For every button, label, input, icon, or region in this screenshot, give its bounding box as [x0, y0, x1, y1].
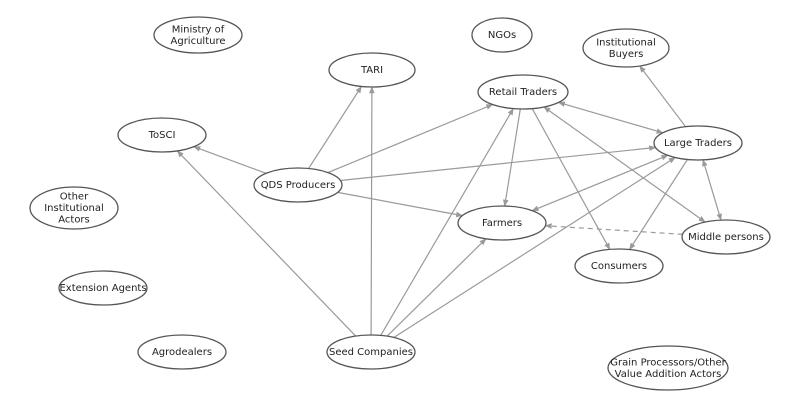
node-shape — [153, 16, 243, 54]
node-large-traders: Large Traders — [653, 125, 743, 161]
edge-line — [337, 191, 464, 218]
node-tari: TARI — [328, 52, 416, 88]
node-label: Other — [60, 192, 89, 203]
node-tosci: ToSCI — [117, 117, 207, 153]
edge-line — [544, 223, 683, 235]
node-ngos: NGOs — [471, 17, 533, 53]
edge-qds-producers-to-retail-traders — [327, 103, 494, 174]
node-shape — [137, 334, 227, 370]
node-label: ToSCI — [148, 130, 176, 141]
node-label: Institutional — [44, 203, 104, 214]
node-label: Institutional — [596, 37, 656, 48]
edge-seed-companies-to-tosci — [176, 150, 357, 337]
edge-line — [369, 86, 375, 336]
edge-line — [308, 85, 362, 169]
node-farmers: Farmers — [457, 205, 547, 241]
node-label: Grain Processors/Other — [610, 357, 726, 368]
nodes-layer: Ministry ofAgricultureNGOsInstitutionalB… — [29, 16, 771, 391]
node-shape — [574, 248, 664, 284]
edge-line — [327, 103, 494, 174]
edge-line — [502, 108, 521, 207]
edge-retail-traders-to-middle-persons — [543, 106, 706, 223]
node-shape — [58, 270, 148, 306]
node-label: Value Addition Actors — [615, 369, 722, 380]
node-label: Middle persons — [688, 232, 764, 243]
node-shape — [607, 345, 729, 391]
edge-seed-companies-to-large-traders — [393, 156, 676, 339]
node-label: Extension Agents — [59, 283, 146, 294]
node-label: TARI — [360, 65, 383, 76]
node-shape — [681, 219, 771, 255]
node-seed-companies: Seed Companies — [326, 334, 416, 370]
edge-large-traders-to-farmers — [531, 154, 669, 212]
edge-line — [386, 238, 487, 337]
node-label: Retail Traders — [489, 87, 557, 98]
node-label: Actors — [58, 215, 90, 226]
edge-large-traders-to-middle-persons — [702, 159, 722, 221]
edge-line — [639, 65, 687, 128]
edge-qds-producers-to-farmers — [337, 191, 464, 218]
edge-line — [193, 146, 267, 174]
node-shape — [471, 17, 533, 53]
edge-line — [531, 154, 669, 212]
edge-seed-companies-to-tari — [369, 86, 375, 336]
node-label: NGOs — [488, 30, 516, 41]
node-shape — [457, 205, 547, 241]
edge-line — [629, 159, 688, 251]
node-shape — [29, 186, 119, 230]
node-shape — [253, 167, 343, 203]
node-shape — [117, 117, 207, 153]
node-shape — [328, 52, 416, 88]
edge-seed-companies-to-retail-traders — [380, 107, 514, 336]
edge-seed-companies-to-farmers — [386, 238, 487, 337]
edge-line — [380, 107, 514, 336]
node-extension-agents: Extension Agents — [58, 270, 148, 306]
edge-retail-traders-to-farmers — [502, 108, 521, 207]
node-middle-persons: Middle persons — [681, 219, 771, 255]
node-label: Agriculture — [171, 36, 226, 47]
edge-middle-persons-to-farmers — [544, 223, 683, 235]
edge-line — [176, 150, 357, 337]
node-shape — [653, 125, 743, 161]
node-label: QDS Producers — [261, 180, 336, 191]
edges-layer — [176, 65, 722, 339]
node-retail-traders: Retail Traders — [477, 74, 569, 110]
edge-large-traders-to-institutional-buyers — [639, 65, 687, 128]
node-qds-producers: QDS Producers — [253, 167, 343, 203]
node-shape — [326, 334, 416, 370]
node-label: Farmers — [482, 218, 522, 229]
edge-line — [543, 106, 706, 223]
node-agrodealers: Agrodealers — [137, 334, 227, 370]
node-label: Agrodealers — [152, 347, 212, 358]
edge-qds-producers-to-tari — [308, 85, 362, 169]
node-shape — [582, 28, 670, 68]
node-label: Consumers — [591, 261, 647, 272]
node-label: Seed Companies — [329, 347, 413, 358]
node-label: Buyers — [609, 49, 644, 60]
edge-qds-producers-to-tosci — [193, 146, 267, 174]
edge-large-traders-to-consumers — [629, 159, 688, 251]
node-shape — [477, 74, 569, 110]
node-consumers: Consumers — [574, 248, 664, 284]
node-label: Large Traders — [664, 138, 732, 149]
node-label: Ministry of — [172, 24, 225, 35]
edge-line — [393, 156, 676, 339]
edge-line — [702, 159, 722, 221]
